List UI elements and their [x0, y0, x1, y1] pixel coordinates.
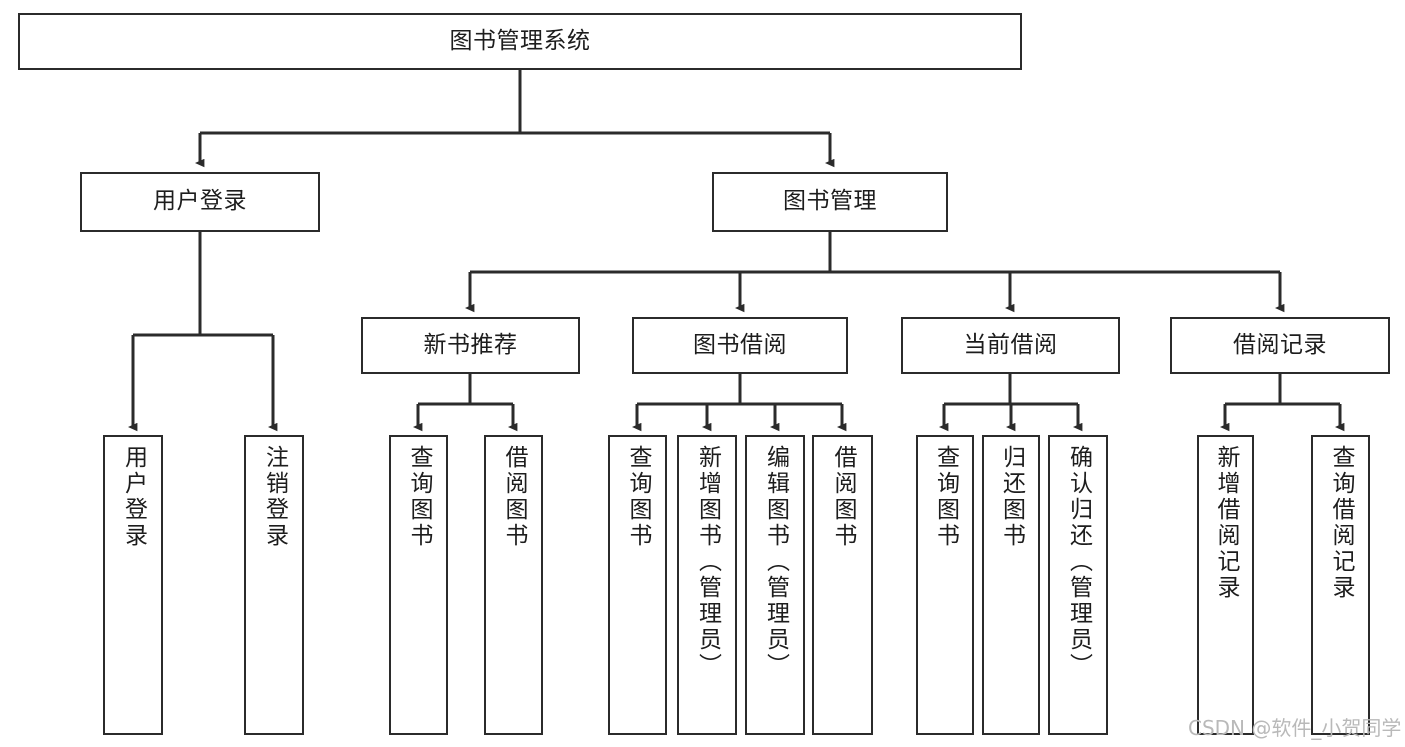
node-user-login[interactable]: 用户登录 [80, 172, 320, 232]
leaf-borrow-edit-book[interactable]: 编辑图书（管理员） [745, 435, 805, 735]
leaf-current-return-book-label: 归还图书 [998, 445, 1025, 549]
node-book-borrow-label: 图书借阅 [693, 331, 787, 358]
node-book-management[interactable]: 图书管理 [712, 172, 948, 232]
leaf-borrow-query-book[interactable]: 查询图书 [608, 435, 667, 735]
node-root-label: 图书管理系统 [449, 27, 591, 54]
leaf-record-query-record[interactable]: 查询借阅记录 [1311, 435, 1370, 735]
leaf-recommend-query-book[interactable]: 查询图书 [389, 435, 448, 735]
leaf-current-confirm-return[interactable]: 确认归还（管理员） [1048, 435, 1108, 735]
leaf-borrow-borrow-book[interactable]: 借阅图书 [812, 435, 873, 735]
leaf-borrow-add-book-label: 新增图书（管理员） [694, 445, 721, 679]
node-book-borrow[interactable]: 图书借阅 [632, 317, 848, 374]
leaf-user-login-signin[interactable]: 用户登录 [103, 435, 163, 735]
node-current-borrow[interactable]: 当前借阅 [901, 317, 1120, 374]
node-book-management-label: 图书管理 [783, 188, 877, 215]
leaf-borrow-edit-book-label: 编辑图书（管理员） [762, 445, 789, 679]
leaf-recommend-borrow-book-label: 借阅图书 [501, 445, 527, 549]
node-new-book-recommend[interactable]: 新书推荐 [361, 317, 580, 374]
leaf-user-login-signin-label: 用户登录 [120, 445, 147, 549]
node-root[interactable]: 图书管理系统 [18, 13, 1022, 70]
node-new-book-recommend-label: 新书推荐 [423, 331, 518, 358]
node-borrow-record[interactable]: 借阅记录 [1170, 317, 1390, 374]
node-borrow-record-label: 借阅记录 [1233, 331, 1327, 358]
leaf-user-login-signout[interactable]: 注销登录 [244, 435, 304, 735]
leaf-borrow-borrow-book-label: 借阅图书 [830, 445, 856, 549]
leaf-current-query-book[interactable]: 查询图书 [916, 435, 974, 735]
node-current-borrow-label: 当前借阅 [963, 331, 1058, 358]
leaf-current-confirm-return-label: 确认归还（管理员） [1065, 445, 1092, 679]
leaf-record-add-record[interactable]: 新增借阅记录 [1197, 435, 1254, 735]
leaf-borrow-add-book[interactable]: 新增图书（管理员） [677, 435, 737, 735]
csdn-watermark: CSDN @软件_小贺同学 [1188, 716, 1402, 740]
leaf-recommend-query-book-label: 查询图书 [406, 445, 432, 549]
leaf-current-query-book-label: 查询图书 [932, 445, 959, 549]
leaf-user-login-signout-label: 注销登录 [261, 445, 288, 549]
node-user-login-label: 用户登录 [153, 188, 247, 215]
leaf-record-query-record-label: 查询借阅记录 [1328, 445, 1354, 601]
leaf-current-return-book[interactable]: 归还图书 [982, 435, 1040, 735]
leaf-recommend-borrow-book[interactable]: 借阅图书 [484, 435, 543, 735]
leaf-borrow-query-book-label: 查询图书 [625, 445, 651, 549]
leaf-record-add-record-label: 新增借阅记录 [1213, 445, 1239, 601]
